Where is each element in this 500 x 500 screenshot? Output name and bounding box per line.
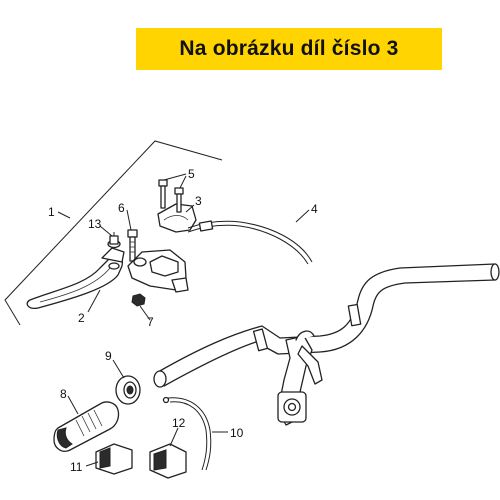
callout-7: 7: [147, 315, 154, 329]
throttle-ring: [115, 375, 141, 405]
brake-lever: [26, 247, 125, 310]
banner-text: Na obrázku díl číslo 3: [179, 37, 399, 60]
mounting-bolt: [127, 229, 138, 262]
clamp-screws: [158, 179, 184, 213]
switch-housing-right: [149, 443, 187, 479]
handle-grip: [53, 401, 120, 452]
callout-12: 12: [172, 416, 186, 430]
callout-3: 3: [195, 194, 202, 208]
pivot-bolt: [107, 232, 121, 270]
brake-cable: [187, 220, 313, 265]
group-bracket: [4, 140, 223, 326]
callout-13: 13: [88, 217, 102, 231]
callout-10: 10: [230, 426, 244, 440]
handlebar: [153, 263, 500, 388]
lever-bracket: [127, 249, 189, 293]
throttle-cable: [162, 396, 212, 471]
callout-9: 9: [105, 349, 112, 363]
nut: [131, 293, 146, 307]
callout-2: 2: [78, 311, 85, 325]
callout-11: 11: [70, 460, 83, 474]
callout-1: 1: [48, 205, 55, 219]
callout-labels: 1 2 3 4 5 6 7 8 9 10 11 12 13: [48, 167, 318, 474]
switch-housing-left: [95, 443, 133, 475]
callout-6: 6: [118, 201, 125, 215]
right-lever-assembly: [277, 330, 323, 426]
callout-4: 4: [311, 202, 318, 216]
leader-lines: [57, 173, 310, 467]
callout-8: 8: [60, 387, 67, 401]
callout-5: 5: [188, 167, 195, 181]
part-number-banner: Na obrázku díl číslo 3: [136, 28, 442, 70]
